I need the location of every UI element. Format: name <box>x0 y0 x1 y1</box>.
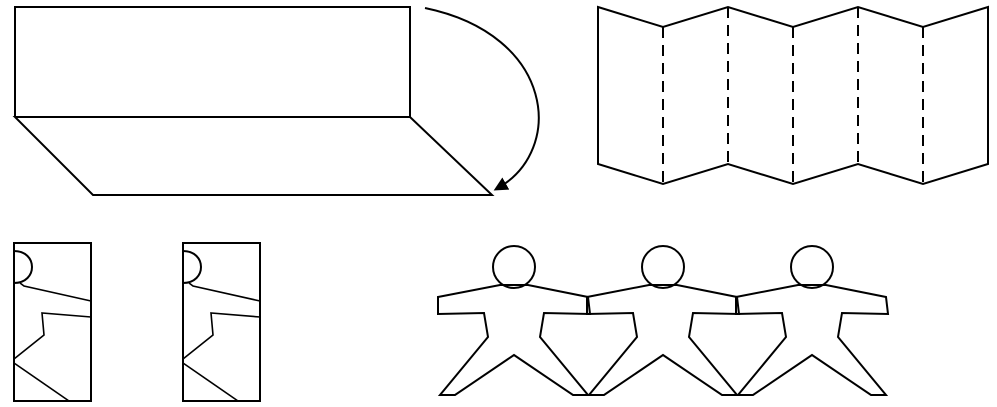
folded-paper-rect <box>182 242 261 402</box>
doll-head <box>492 245 536 289</box>
step-1-fold-in-half <box>12 6 540 196</box>
doll-head <box>790 245 834 289</box>
curved-arrow-icon <box>424 7 540 191</box>
half-figure-leg-cut-line <box>13 362 70 402</box>
doll-body <box>586 284 741 396</box>
step-3-half-figure-template-b <box>182 242 261 402</box>
folded-paper-rect <box>13 242 92 402</box>
paper-top-half-outline <box>14 6 411 117</box>
half-figure-leg-cut-line <box>182 362 239 402</box>
paper-doll-icon <box>586 245 741 396</box>
doll-head <box>641 245 685 289</box>
step-3-half-figure-template-a <box>13 242 92 402</box>
doll-body <box>437 284 592 396</box>
half-figure-cut-line <box>19 282 92 302</box>
half-figure-cut-line <box>188 282 261 302</box>
half-head-icon <box>182 250 202 284</box>
paper-doll-icon <box>437 245 592 396</box>
accordion-paper-outline <box>597 5 989 186</box>
step-2-accordion-fold <box>597 5 989 186</box>
step-4-paper-doll-chain <box>437 245 890 396</box>
doll-body <box>735 284 890 396</box>
half-figure-body-cut-line <box>13 312 92 360</box>
paper-doll-icon <box>735 245 890 396</box>
half-head-icon <box>13 250 33 284</box>
paper-bottom-half-folding <box>12 116 495 196</box>
half-figure-body-cut-line <box>182 312 261 360</box>
